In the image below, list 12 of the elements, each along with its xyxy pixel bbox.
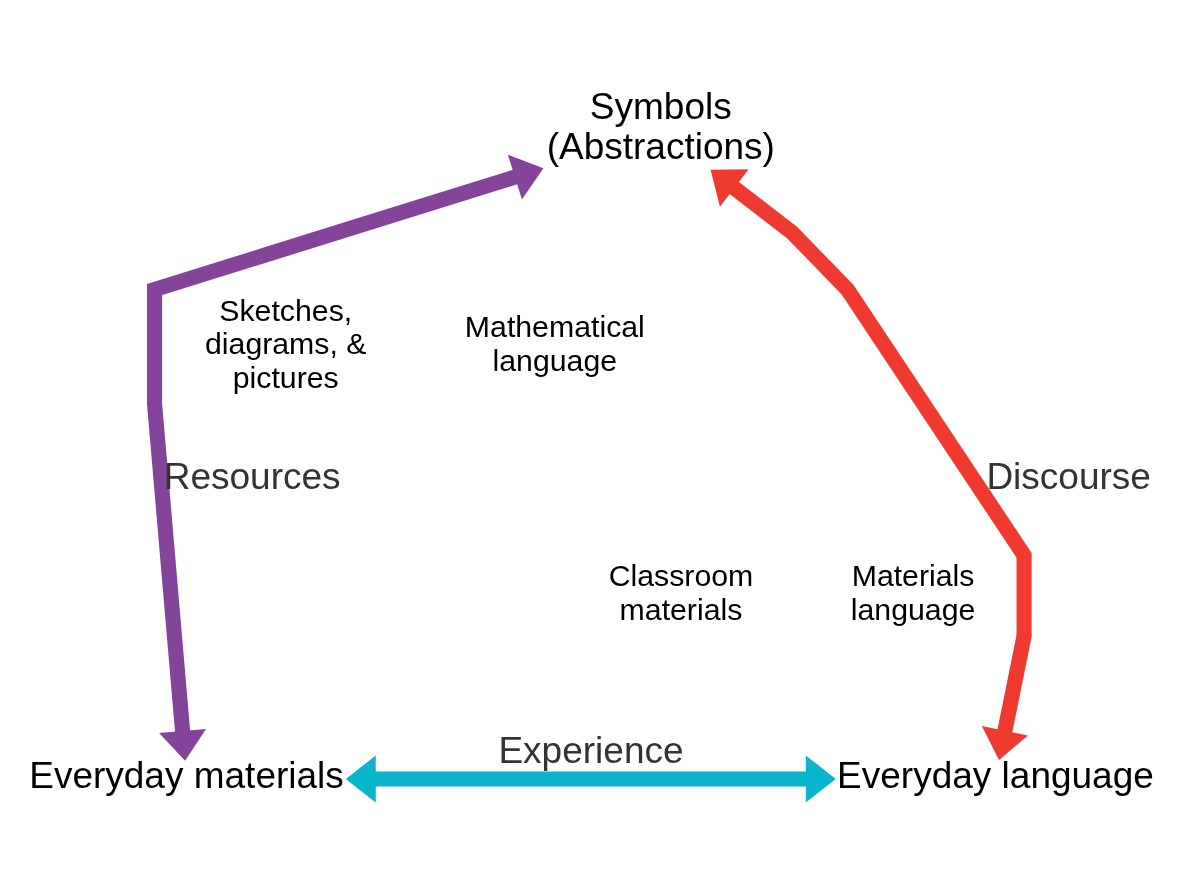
label: Materials language — [850, 559, 976, 626]
node-text: Everyday language — [837, 755, 1154, 797]
node-text: Everyday materials — [29, 755, 344, 797]
arrow — [710, 169, 1032, 761]
label: Classroom materials — [608, 559, 754, 626]
arrow — [147, 154, 544, 761]
edge-label: Experience — [498, 730, 684, 772]
node-text: Symbols (Abstractions) — [546, 86, 775, 168]
label: Sketches, diagrams, & pictures — [205, 293, 367, 394]
arrow — [345, 755, 836, 803]
label: Mathematical language — [464, 310, 645, 377]
edge-label: Discourse — [986, 456, 1151, 498]
